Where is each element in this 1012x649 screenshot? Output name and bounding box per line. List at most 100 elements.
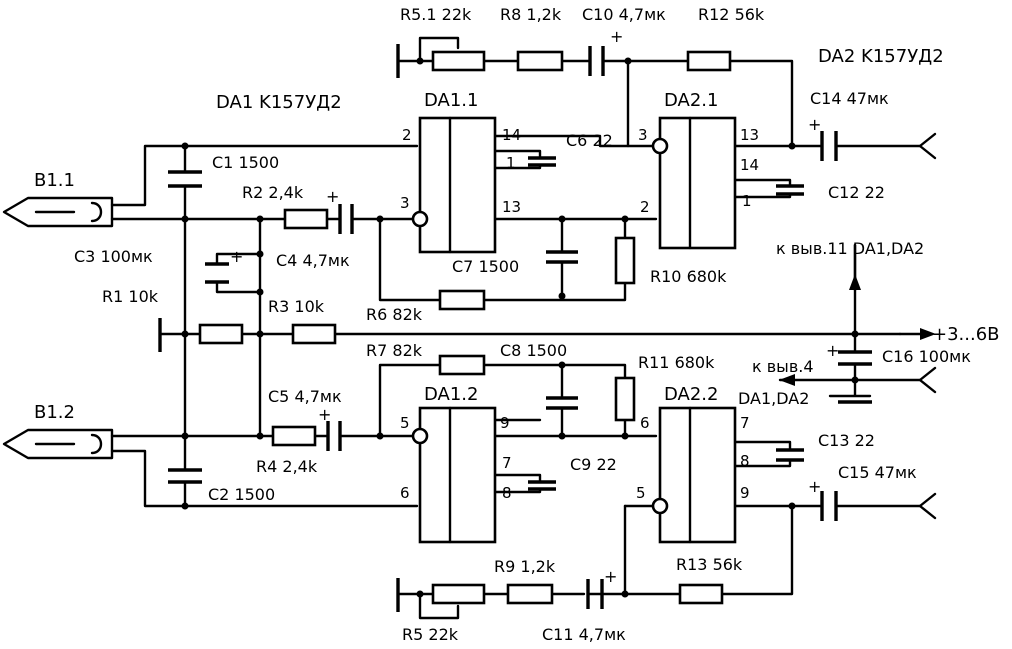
label-r51: R5.1 22k [400,5,472,24]
pin-da11-2: 2 [402,126,412,144]
label-c10: C10 4,7мк [582,5,666,24]
polarity-plus-c11: + [604,567,617,586]
resistor-r12 [686,50,732,72]
pin-da22-9: 9 [740,484,750,502]
label-r4: R4 2,4k [256,457,318,476]
resistors [198,50,732,605]
pin-da22-7: 7 [740,414,750,432]
label-c16: C16 100мк [882,347,971,366]
label-r3: R3 10k [268,297,325,316]
resistor-r8 [516,50,564,72]
label-r7: R7 82k [366,341,423,360]
resistor-r3 [291,323,337,345]
polarity-plus-c3: + [230,247,243,266]
label-r10: R10 680k [650,267,727,286]
pin-da21-2: 2 [640,198,650,216]
input-jack-b11 [2,196,114,228]
polarity-plus-c16: + [826,341,839,360]
resistor-r6 [438,289,486,311]
label-c12: C12 22 [828,183,885,202]
resistor-r10 [614,236,636,285]
label-pin4-note: к выв.4 [752,357,814,376]
label-da22: DA2.2 [664,384,718,405]
label-c3: C3 100мк [74,247,153,266]
label-b12: B1.2 [34,402,75,423]
polarity-plus-c15: + [808,477,821,496]
label-b11: B1.1 [34,170,75,191]
label-da21: DA2.1 [664,90,718,111]
arrow-up-icon [849,274,861,290]
label-c1: C1 1500 [212,153,279,172]
label-c5: C5 4,7мк [268,387,342,406]
pin-da21-14: 14 [740,156,759,174]
resistor-r11 [614,376,636,422]
label-r6: R6 82k [366,305,423,324]
resistor-r4 [271,425,317,447]
resistor-r1 [198,323,244,345]
label-da2-title: DA2 K157УД2 [818,46,944,67]
label-c13: C13 22 [818,431,875,450]
label-c8: C8 1500 [500,341,567,360]
resistor-r2 [283,208,329,230]
pin-da22-6: 6 [640,414,650,432]
power-arrow-icon [920,328,936,340]
label-c7: C7 1500 [452,257,519,276]
pin-da21-1: 1 [742,192,752,210]
resistor-r51 [431,50,486,72]
label-pin4-note2: DA1,DA2 [738,389,809,408]
resistor-r7 [438,354,486,376]
pin-da12-5: 5 [400,414,410,432]
label-c15: C15 47мк [838,463,917,482]
pin-da12-8: 8 [502,484,512,502]
pin-da12-6: 6 [400,484,410,502]
label-c14: C14 47мк [810,89,889,108]
opamp-da11 [411,116,497,254]
pin-da11-13: 13 [502,198,521,216]
label-r9: R9 1,2k [494,557,556,576]
resistor-r5 [431,583,486,605]
label-r1: R1 10k [102,287,159,306]
terminals [158,44,937,612]
label-r11: R11 680k [638,353,715,372]
input-jack-b12 [2,428,114,460]
label-r13: R13 56k [676,555,743,574]
label-c11: C11 4,7мк [542,625,626,644]
polarity-plus-c10: + [610,27,623,46]
polarity-plus-c14: + [808,115,821,134]
pin-da22-5: 5 [636,484,646,502]
resistor-r13 [678,583,724,605]
label-da11: DA1.1 [424,90,478,111]
opamp-da12 [411,406,497,544]
label-power: +3...6В [932,324,1000,345]
wiring [110,36,922,620]
opamp-da21 [651,116,737,250]
polarity-plus-c5: + [318,405,331,424]
label-r12: R12 56k [698,5,765,24]
pin-da11-1: 1 [506,154,516,172]
pin-da12-9: 9 [500,414,510,432]
pin-da11-3: 3 [400,194,410,212]
opamp-da22 [651,406,737,544]
pin-da22-8: 8 [740,452,750,470]
label-r2: R2 2,4k [242,183,304,202]
resistor-r9 [506,583,554,605]
label-pin11-note: к выв.11 DA1,DA2 [776,239,924,258]
arrow-left-icon [779,374,795,386]
pin-da11-14: 14 [502,126,521,144]
label-c9: C9 22 [570,455,617,474]
capacitors [168,46,872,609]
label-r5: R5 22k [402,625,459,644]
polarity-plus-c4: + [326,187,339,206]
junction-dots [181,57,859,598]
label-c4: C4 4,7мк [276,251,350,270]
label-r8: R8 1,2k [500,5,562,24]
pin-da21-13: 13 [740,126,759,144]
label-c2: C2 1500 [208,485,275,504]
label-c6: C6 22 [566,131,613,150]
pin-da12-7: 7 [502,454,512,472]
labels: DA1 K157УД2 DA2 K157УД2 B1.1 B1.2 C1 150… [34,5,1000,644]
label-da1-title: DA1 K157УД2 [216,92,342,113]
label-da12: DA1.2 [424,384,478,405]
pin-da21-3: 3 [638,126,648,144]
